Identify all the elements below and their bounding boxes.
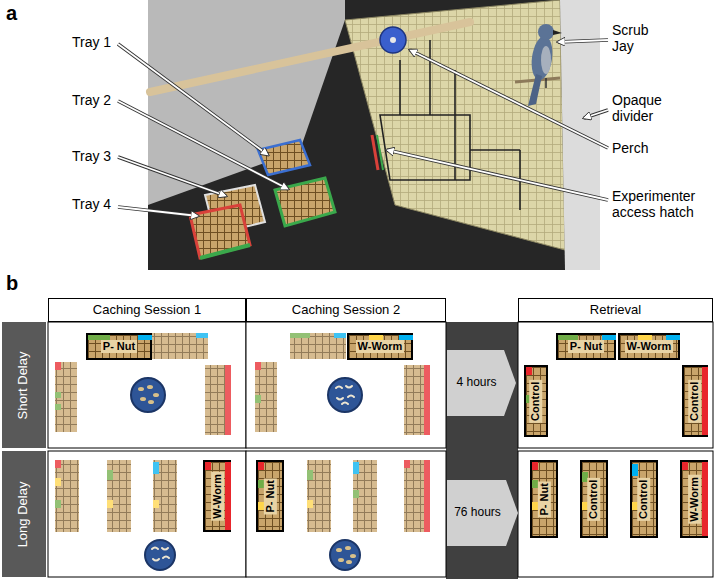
cache-tray: P- Nut [86, 333, 152, 360]
color-strip [138, 335, 152, 340]
callout-label: Tray 2 [72, 92, 111, 108]
tray-1 [258, 140, 310, 175]
cache-tray: Control [682, 365, 708, 437]
color-strip [532, 462, 538, 470]
arrow-body [447, 480, 518, 546]
aviary-photo [148, 0, 600, 270]
tray-label: P- Nut [101, 340, 137, 353]
color-strip [702, 367, 708, 435]
tray-label: P- Nut [264, 478, 277, 514]
cache-tray: P- Nut [530, 460, 558, 538]
tray-label: W-Worm [625, 340, 674, 353]
arrow-body [447, 350, 516, 416]
color-strip [702, 462, 708, 536]
cache-tray: Control [524, 365, 548, 437]
cache-tray: W-Worm [618, 333, 680, 360]
callout-label: Opaque divider [612, 92, 674, 124]
cache-tray: P- Nut [256, 460, 284, 532]
cache-tray: Control [580, 460, 608, 538]
callout-label: Scrub Jay [612, 22, 662, 54]
callout-label: Tray 4 [72, 196, 111, 212]
column-label: Caching Session 1 [93, 303, 201, 318]
food-dishes [131, 378, 362, 570]
callout-label: Perch [612, 140, 649, 156]
cache-tray: Control [630, 460, 658, 538]
column-label: Retrieval [590, 303, 641, 318]
tray-label: P- Nut [568, 340, 604, 353]
tray-label: Control [588, 477, 601, 520]
panel-letter: a [6, 2, 17, 25]
color-strip [526, 367, 532, 375]
tray-label: W-Worm [356, 340, 405, 353]
delay-label: 4 hours [456, 376, 496, 390]
row-label: Short Delay [17, 351, 32, 419]
delay-label: 76 hours [454, 506, 501, 520]
delay-arrow: 4 hours [447, 350, 516, 416]
color-strip [205, 462, 211, 470]
tray-label: Control [530, 379, 543, 422]
column-header: Caching Session 2 [246, 298, 446, 322]
callout-label: Tray 3 [72, 148, 111, 164]
leader-lines [118, 40, 608, 216]
cache-tray: W-Worm [680, 460, 708, 538]
schematic-panels [48, 322, 713, 579]
callout-label: Tray 1 [72, 34, 111, 50]
callout-label: Experimenter access hatch [612, 188, 704, 220]
column-header: Caching Session 1 [48, 298, 246, 322]
tray-label: Control [689, 379, 702, 422]
tray-label: W-Worm [688, 475, 701, 524]
tray-label: W-Worm [211, 472, 224, 521]
row-band: Short Delay [2, 322, 46, 448]
cache-tray: P- Nut [556, 333, 616, 360]
column-header: Retrieval [518, 298, 713, 322]
cache-tray: W-Worm [347, 333, 413, 360]
column-label: Caching Session 2 [292, 303, 400, 318]
tray-label: Control [638, 477, 651, 520]
cache-tray: W-Worm [203, 460, 231, 532]
panel-letter: b [6, 272, 18, 295]
row-band: Long Delay [2, 451, 46, 577]
row-label: Long Delay [17, 481, 32, 547]
cache-trays [55, 333, 430, 532]
color-strip [225, 462, 231, 530]
tray-4 [190, 205, 250, 258]
delay-arrow: 76 hours [447, 480, 518, 546]
color-strip [682, 462, 688, 470]
color-strip [258, 462, 264, 470]
tray-label: P- Nut [538, 481, 551, 517]
color-strip [632, 464, 638, 476]
